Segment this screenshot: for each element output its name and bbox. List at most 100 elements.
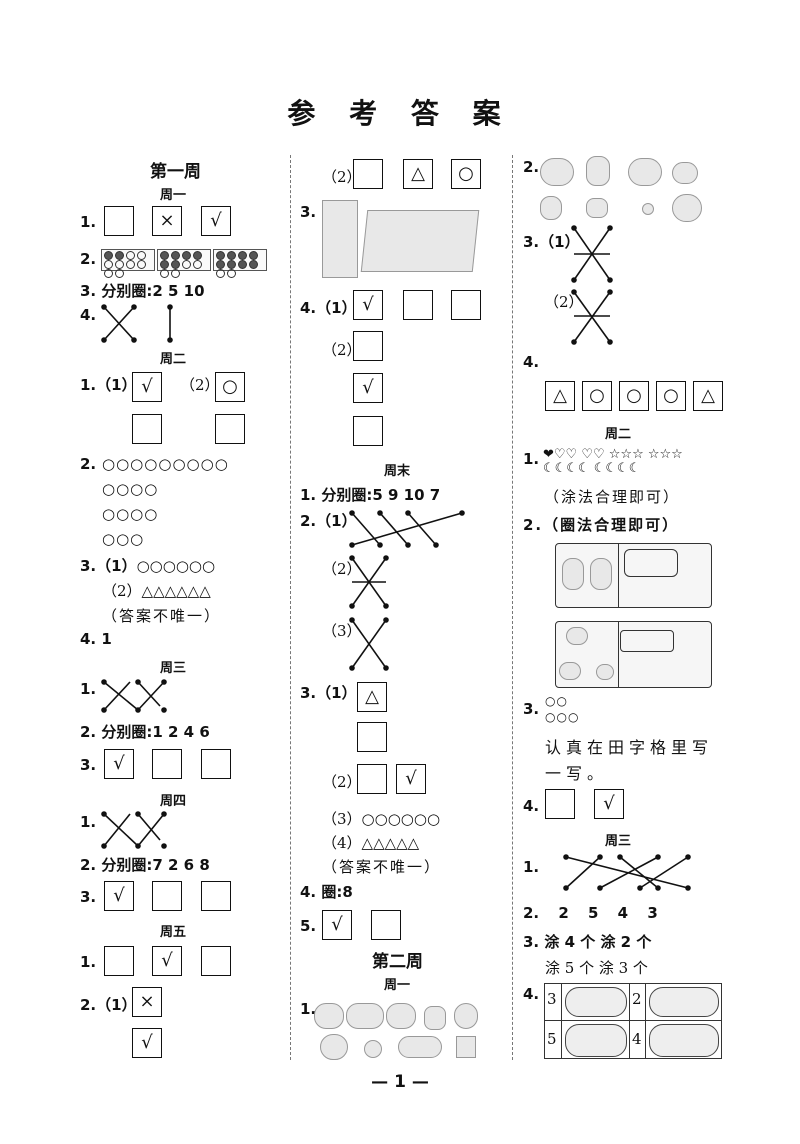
q-label: 1. <box>80 813 97 831</box>
day-heading-tue: 周二 <box>605 427 632 442</box>
answer-box <box>353 331 383 361</box>
day-heading-wed: 周三 <box>160 661 187 676</box>
circle-row: ○○○○ <box>102 505 159 523</box>
sub-label: （2） <box>544 293 584 311</box>
page-number: — 1 — <box>371 1072 429 1092</box>
circle-group <box>565 1024 627 1057</box>
chick-picture <box>642 203 654 215</box>
answer-box: √ <box>396 764 426 794</box>
answer-box: △ <box>403 159 433 189</box>
rooster-picture <box>586 156 610 186</box>
circle-row: ○○○ <box>102 530 145 548</box>
answer-box <box>353 159 383 189</box>
answer-line: （4）△△△△△ <box>322 834 420 852</box>
circle-group <box>624 549 678 577</box>
answer-box: × <box>132 987 162 1017</box>
count-number: 5 <box>547 1030 557 1048</box>
q-label: 5. <box>300 917 317 935</box>
fish-frame <box>555 621 712 688</box>
answer-line: 2.（圈法合理即可） <box>523 516 680 534</box>
answer-box <box>403 290 433 320</box>
day-heading-mon: 周一 <box>160 188 187 203</box>
answer-line: 4. 圈:8 <box>300 883 353 901</box>
paddle-picture <box>364 1040 382 1058</box>
sub-label: （2） <box>180 376 220 394</box>
answer-box: √ <box>104 749 134 779</box>
sub-label: （2） <box>322 341 362 359</box>
answer-box <box>201 749 231 779</box>
q-label: 3. <box>80 888 97 906</box>
circle-group <box>649 1024 719 1057</box>
column-divider-2 <box>512 155 513 1060</box>
panda-picture <box>590 558 612 590</box>
answer-box <box>451 290 481 320</box>
q-label: 1. <box>300 1000 317 1018</box>
circle-group <box>620 630 674 652</box>
dot-bar-2 <box>101 249 155 278</box>
answer-box: √ <box>104 881 134 911</box>
q-label: 2. <box>80 250 97 268</box>
cat-picture <box>596 664 614 680</box>
q-label: 3.（1） <box>300 684 357 702</box>
day-heading-mon: 周一 <box>384 978 411 993</box>
answer-box: △ <box>545 381 575 411</box>
item-picture <box>320 1034 348 1060</box>
item-picture <box>386 1003 416 1029</box>
day-heading-tue: 周二 <box>160 352 187 367</box>
week-1-heading: 第一周 <box>150 162 201 182</box>
answer-box <box>371 910 401 940</box>
count-grid <box>544 983 722 1059</box>
q-label: 3.（1） <box>523 233 580 251</box>
answer-box <box>201 881 231 911</box>
column-divider-1 <box>290 155 291 1060</box>
day-heading-thu: 周四 <box>160 794 187 809</box>
count-number: 4 <box>632 1030 642 1048</box>
grid-line <box>561 983 562 1059</box>
answer-box: × <box>152 206 182 236</box>
q-label: 1. <box>523 450 540 468</box>
answer-box: √ <box>152 946 182 976</box>
q-label: 3. <box>300 203 317 221</box>
answer-note: （答案不唯一） <box>322 858 442 876</box>
item-picture <box>314 1003 344 1029</box>
q-label: 3. <box>80 756 97 774</box>
answer-line: 一写。 <box>545 764 609 783</box>
bear-picture <box>424 1006 446 1030</box>
answer-box: √ <box>132 1028 162 1058</box>
answer-box <box>104 206 134 236</box>
week-2-heading: 第二周 <box>372 952 423 972</box>
item-picture <box>346 1003 384 1029</box>
animal-picture <box>672 194 702 222</box>
q-label: 4. <box>523 985 540 1003</box>
dot-bar-8 <box>213 249 267 278</box>
frame-divider <box>618 621 619 688</box>
duck-picture <box>540 196 562 220</box>
animal-picture <box>628 158 662 186</box>
day-heading-wed: 周三 <box>605 834 632 849</box>
answer-box <box>357 764 387 794</box>
day-heading-fri: 周五 <box>160 925 187 940</box>
answer-note: （涂法合理即可） <box>544 488 681 506</box>
answer-box: √ <box>353 290 383 320</box>
answer-line: 2. 分别圈:1 2 4 6 <box>80 723 210 741</box>
answer-box: ○ <box>215 372 245 402</box>
answer-box <box>353 416 383 446</box>
answer-line: 认真在田字格里写 <box>545 738 714 757</box>
count-number: 3 <box>547 990 557 1008</box>
shape-glyphs: ❤♡♡ ♡♡ ☆☆☆ ☆☆☆ ☾☾☾☾ ☾☾☾☾ <box>543 447 683 476</box>
turtle-picture <box>672 162 698 184</box>
q-label: 2. <box>523 158 540 176</box>
answer-box <box>201 946 231 976</box>
cat-picture <box>566 627 588 645</box>
circle-row: ○○○○ <box>102 480 159 498</box>
ruler-picture <box>322 200 358 278</box>
q-label: 2.（1） <box>300 512 357 530</box>
answer-box: ○ <box>619 381 649 411</box>
answer-box: √ <box>322 910 352 940</box>
sub-label: （3） <box>322 622 362 640</box>
answer-note: （答案不唯一） <box>102 607 222 625</box>
answer-line: 3. 分别圈:2 5 10 <box>80 282 205 300</box>
count-number: 2 <box>632 990 642 1008</box>
grid-line <box>544 1020 722 1021</box>
crab-picture <box>586 198 608 218</box>
